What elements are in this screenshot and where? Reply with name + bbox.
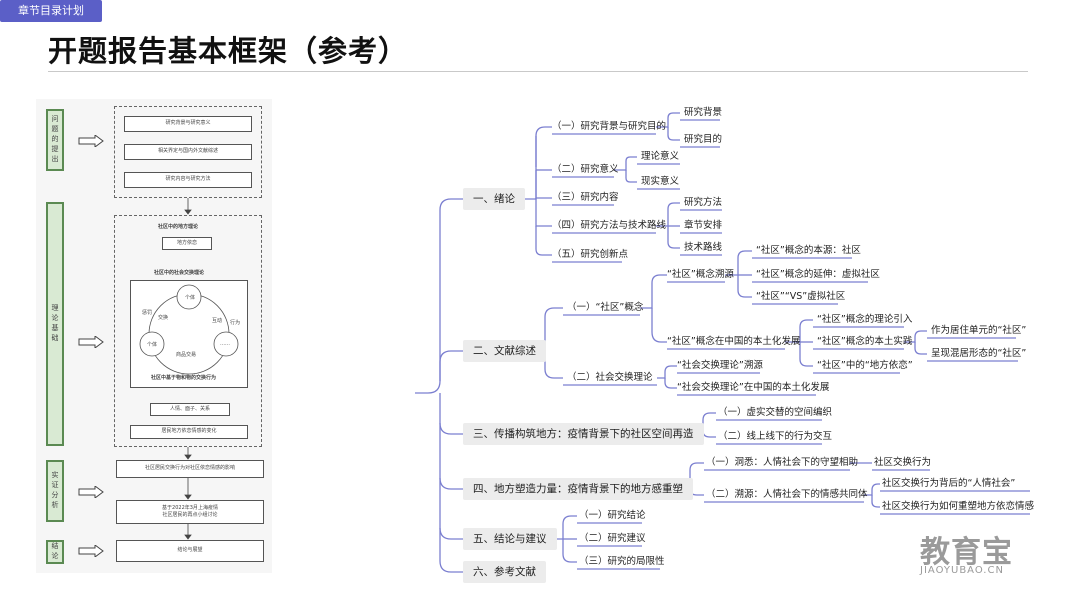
exchange-cycle-diagram (139, 284, 239, 375)
stage-problem: 问题的提出 (46, 109, 64, 171)
node-2-1-2-2-2: 呈现混居形态的“社区” (931, 348, 1027, 359)
node-2-1-1-2: “社区”概念的延伸：虚拟社区 (756, 269, 880, 280)
node-5-2: （二）研究建议 (579, 533, 646, 544)
node-2-1-2-2: “社区”概念的本土实践 (817, 336, 913, 347)
node-1-1-1: 研究背景 (684, 107, 723, 118)
theory-group (114, 215, 262, 447)
exchange-title: 社区中的社会交换理论 (154, 270, 205, 276)
theory-title: 社区中的地方理论 (158, 224, 199, 230)
node-2-1-2-1: “社区”概念的理论引入 (817, 314, 913, 325)
cycle-node-left: 个体 (147, 342, 158, 348)
watermark-url: JIAOYUBAO.CN (920, 565, 1004, 576)
chapter-1: 一、绪论 (463, 188, 525, 210)
cycle-label-exchange: 交换 (158, 315, 169, 321)
watermark-logo: 教育宝 (920, 535, 1013, 570)
mindmap-root: 章节目录计划 (0, 0, 102, 22)
chapter-4: 四、地方塑造力量：疫情背景下的地方感重塑 (463, 478, 693, 500)
node-2-1-2-2-1: 作为居住单元的“社区” (931, 325, 1027, 336)
node-2-1-2-3: “社区”中的“地方依恋” (817, 360, 913, 371)
node-2-1-2: “社区”概念在中国的本土化发展 (667, 336, 801, 347)
node-1-1: （一）研究背景与研究目的 (552, 121, 667, 132)
node-2-1-1-3: “社区”“VS”虚拟社区 (756, 291, 846, 302)
chapter-2: 二、文献综述 (463, 340, 546, 362)
node-2-2-2: “社会交换理论”在中国的本土化发展 (677, 382, 830, 393)
node-1-2: （二）研究意义 (552, 164, 619, 175)
flow-box-impact: 社区居民交换行为对社区依恋情感的影响 (116, 460, 264, 478)
cycle-label-sanction: 惩罚 (142, 310, 153, 316)
node-1-3: （三）研究内容 (552, 192, 619, 203)
node-3-2: （二）线上线下的行为交互 (718, 431, 833, 442)
node-4-1: （一）洞悉：人情社会下的守望相助 (706, 457, 859, 468)
node-2-1-1-1: “社区”概念的本源：社区 (756, 245, 861, 256)
arrow-right-icon (78, 336, 104, 348)
flow-box-case: 基于2022年3月上海疫情 社区居民的再点小组讨论 (116, 500, 264, 524)
page-title: 开题报告基本框架（参考） (48, 34, 409, 68)
node-5-1: （一）研究结论 (579, 510, 646, 521)
flow-box-content-method: 研究内容与研究方法 (124, 172, 252, 188)
node-4-2: （二）溯源：人情社会下的情感共同体 (706, 489, 868, 500)
cycle-node-right: …… (220, 341, 230, 347)
framework-flowchart: 问题的提出 理论基础 实证分析 结论 研究背景与研究意义 相关界定与国内外文献综… (36, 99, 272, 573)
node-2-1-1: “社区”概念溯源 (667, 269, 734, 280)
node-1-2-2: 现实意义 (641, 176, 680, 187)
node-1-4-3: 技术路线 (684, 242, 723, 253)
cycle-node-top: 个体 (185, 295, 196, 301)
node-3-1: （一）虚实交替的空间编织 (718, 407, 833, 418)
title-divider (48, 71, 1028, 72)
node-2-1: （一）“社区”概念 (567, 302, 644, 313)
node-2-2: （二）社会交换理论 (567, 372, 653, 383)
stage-empirical: 实证分析 (46, 460, 64, 522)
node-1-4-1: 研究方法 (684, 197, 723, 208)
arrow-right-icon (78, 545, 104, 557)
cycle-label-interact: 互动 (212, 318, 223, 324)
node-5-3: （三）研究的局限性 (579, 556, 665, 567)
chapter-3: 三、传播构筑地方：疫情背景下的社区空间再造 (463, 423, 704, 445)
flow-box-literature: 相关界定与国内外文献综述 (124, 144, 252, 160)
chapter-5: 五、结论与建议 (463, 528, 557, 550)
flow-connectors (184, 198, 192, 540)
node-4-2-1: 社区交换行为背后的“人情社会” (882, 478, 1016, 489)
node-2-2-1: “社会交换理论”溯源 (677, 360, 763, 371)
node-4-2-2: 社区交换行为如何重塑地方依恋情感 (882, 501, 1035, 512)
node-1-4: （四）研究方法与技术路线 (552, 220, 667, 231)
flow-box-renqing: 人情、面子、关系 (150, 403, 230, 416)
cycle-base-title: 社区中基于物和物的交换行为 (151, 375, 217, 381)
flow-box-background: 研究背景与研究意义 (124, 116, 252, 132)
problem-group (114, 106, 262, 198)
cycle-label-act: 行为 (230, 320, 241, 326)
node-1-2-1: 理论意义 (641, 151, 680, 162)
arrow-right-icon (78, 486, 104, 498)
node-1-4-2: 章节安排 (684, 220, 723, 231)
node-4-1-1: 社区交换行为 (874, 457, 932, 468)
arrow-right-icon (78, 135, 104, 147)
chapter-6: 六、参考文献 (463, 561, 546, 583)
flow-box-attachment: 地方依恋 (162, 237, 212, 250)
flow-box-conclusion: 结论与展望 (116, 540, 264, 562)
flow-box-attachment-change: 居民地方依恋情感的变化 (130, 425, 248, 439)
stage-theory: 理论基础 (46, 202, 64, 446)
node-1-5: （五）研究创新点 (552, 249, 629, 260)
stage-conclusion: 结论 (46, 540, 64, 564)
node-1-1-2: 研究目的 (684, 134, 723, 145)
cycle-label-trade: 商品交易 (176, 352, 197, 358)
